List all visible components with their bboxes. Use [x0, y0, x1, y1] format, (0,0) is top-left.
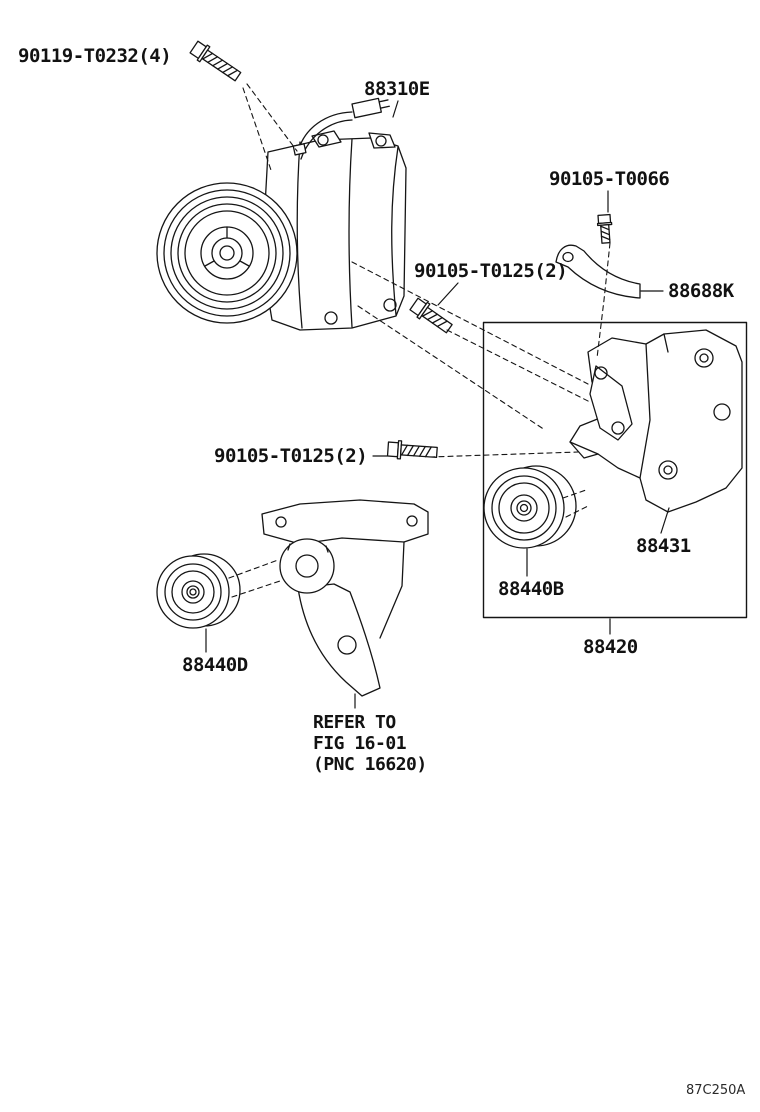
- idler-pulley-88440d-drawing: [156, 553, 241, 629]
- idler-pulley-88440b-drawing: [483, 465, 577, 549]
- reference-note-line3: (PNC 16620): [313, 754, 427, 775]
- harness-connector-drawing: [292, 97, 390, 160]
- bolt-90105-t0125-upper-icon: [409, 297, 453, 334]
- bracket-88688k-drawing: [555, 244, 641, 299]
- bolt-90119-icon: [189, 40, 242, 82]
- part-label-90105-t0125-upper: 90105-T0125(2): [414, 260, 568, 282]
- part-label-90119-t0232: 90119-T0232(4): [18, 45, 172, 67]
- part-label-90105-t0066: 90105-T0066: [549, 168, 670, 190]
- group-outline-box-88420: [482, 321, 748, 619]
- fan-bracket-drawing: [261, 499, 429, 697]
- bolt-90105-t0125-lower-icon: [386, 440, 438, 460]
- part-label-90105-t0125-lower: 90105-T0125(2): [214, 445, 368, 467]
- part-label-88440d: 88440D: [182, 654, 248, 676]
- bolt-90105-t0066-icon: [596, 213, 613, 244]
- compressor-drawing: [156, 97, 407, 331]
- part-label-88310e: 88310E: [364, 78, 430, 100]
- reference-note: REFER TO FIG 16-01 (PNC 16620): [313, 712, 427, 775]
- part-label-88688k: 88688K: [668, 280, 734, 302]
- part-label-88431: 88431: [636, 535, 691, 557]
- label-leader-lines: [205, 100, 670, 709]
- reference-note-line2: FIG 16-01: [313, 733, 407, 754]
- drawing-code: 87C250A: [686, 1083, 746, 1098]
- assembly-alignment-dashed-lines: [228, 83, 611, 598]
- reference-note-line1: REFER TO: [313, 712, 396, 733]
- part-label-88440b: 88440B: [498, 578, 564, 600]
- part-label-88420: 88420: [583, 636, 638, 658]
- bracket-88431-drawing: [569, 329, 743, 513]
